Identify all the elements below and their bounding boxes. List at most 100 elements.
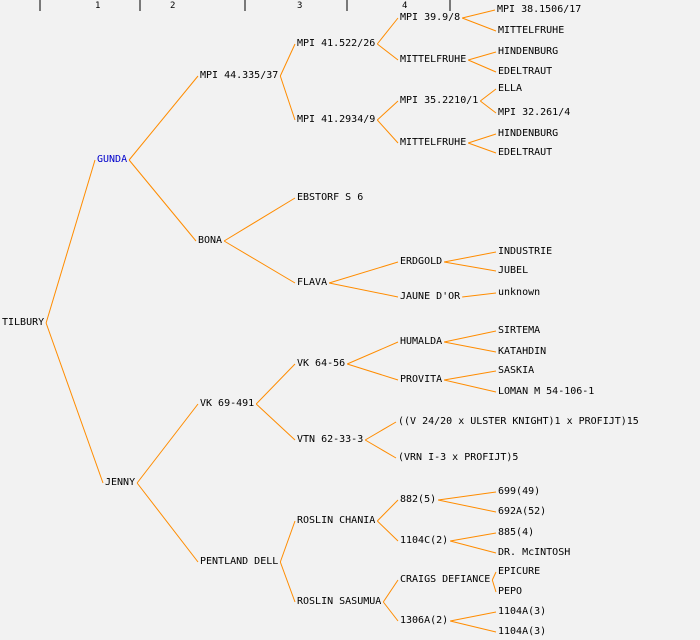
pedigree-node-ebstorf: EBSTORF S 6 — [297, 192, 364, 203]
pedigree-edge — [376, 100, 399, 121]
pedigree-node-vk64: VK 64-56 — [297, 358, 346, 369]
pedigree-edge — [255, 403, 296, 441]
ruler-label-3: 3 — [297, 1, 303, 11]
pedigree-edge — [376, 17, 399, 45]
pedigree-node-provita: PROVITA — [400, 374, 443, 385]
pedigree-edge — [128, 159, 197, 242]
pedigree-node-jubel: JUBEL — [498, 265, 529, 276]
pedigree-node-epicure: EPICURE — [498, 566, 541, 577]
pedigree-node-rchania: ROSLIN CHANIA — [297, 515, 376, 526]
pedigree-node-hind1: HINDENBURG — [498, 46, 559, 57]
pedigree-node-t: TILBURY — [2, 317, 45, 328]
pedigree-node-saskia: SASKIA — [498, 365, 535, 376]
pedigree-node-unknown: unknown — [498, 287, 541, 298]
pedigree-edge — [45, 322, 104, 484]
pedigree-node-mpi44: MPI 44.335/37 — [200, 70, 279, 81]
pedigree-edge — [468, 142, 497, 154]
pedigree-node-bona: BONA — [198, 235, 223, 246]
pedigree-node-loman: LOMAN M 54-106-1 — [498, 386, 595, 397]
pedigree-edge — [382, 601, 399, 622]
pedigree-edge — [279, 75, 296, 121]
pedigree-edge — [444, 251, 497, 263]
pedigree-node-mpi41522: MPI 41.522/26 — [297, 38, 376, 49]
pedigree-edge — [468, 59, 497, 73]
pedigree-node-flava: FLAVA — [297, 277, 328, 288]
pedigree-edge — [450, 611, 497, 622]
ruler-label-2: 2 — [170, 1, 176, 11]
pedigree-node-mpi399: MPI 39.9/8 — [400, 12, 461, 23]
pedigree-edge — [279, 43, 296, 77]
pedigree-edge — [450, 532, 497, 542]
pedigree-edge — [136, 403, 199, 484]
pedigree-node-mpi3522: MPI 35.2210/1 — [400, 95, 479, 106]
pedigree-node-mfr2: MITTELFRUHE — [400, 137, 467, 148]
pedigree-edge — [462, 292, 497, 298]
pedigree-node-n1104a1: 1104A(3) — [498, 606, 547, 617]
pedigree-node-mpi412934: MPI 41.2934/9 — [297, 114, 376, 125]
pedigree-node-mfr3: MITTELFRUHE — [498, 25, 565, 36]
pedigree-node-humalda: HUMALDA — [400, 336, 443, 347]
pedigree-edge — [255, 363, 296, 405]
pedigree-node-n882: 882(5) — [400, 494, 437, 505]
pedigree-edge — [468, 51, 497, 61]
pedigree-edge — [444, 341, 497, 353]
pedigree-node-n1104a2: 1104A(3) — [498, 626, 547, 637]
pedigree-node-rsasumua: ROSLIN SASUMUA — [297, 596, 382, 607]
pedigree-node-jenny: JENNY — [105, 477, 136, 488]
pedigree-node-jaune: JAUNE D'OR — [400, 291, 461, 302]
pedigree-edge — [491, 579, 497, 593]
pedigree-node-pepo: PEPO — [498, 586, 523, 597]
pedigree-edge — [128, 75, 199, 161]
pedigree-node-industrie: INDUSTRIE — [498, 246, 553, 257]
pedigree-edge — [347, 341, 399, 365]
pedigree-node-pdell: PENTLAND DELL — [200, 556, 279, 567]
pedigree-edge — [329, 282, 399, 298]
pedigree-edge — [223, 240, 296, 284]
ruler-label-4: 4 — [402, 1, 408, 11]
pedigree-edge — [438, 491, 497, 501]
pedigree-node-ella: ELLA — [498, 83, 523, 94]
pedigree-node-hind2: HINDENBURG — [498, 128, 559, 139]
pedigree-edge — [479, 100, 497, 114]
pedigree-edge — [376, 499, 399, 522]
pedigree-node-vtn62: VTN 62-33-3 — [297, 434, 364, 445]
pedigree-edge — [347, 363, 399, 381]
pedigree-node-n699: 699(49) — [498, 486, 541, 497]
ruler-label-1: 1 — [95, 1, 101, 11]
pedigree-edge — [376, 43, 399, 61]
pedigree-edge — [443, 379, 497, 393]
pedigree-node-mpi381506: MPI 38.1506/17 — [497, 4, 582, 15]
pedigree-edge — [437, 499, 497, 513]
pedigree-edge — [376, 119, 399, 144]
pedigree-edge — [468, 133, 497, 144]
pedigree-node-erdgold: ERDGOLD — [400, 256, 443, 267]
pedigree-edge — [444, 261, 497, 272]
pedigree-node-n692a: 692A(52) — [498, 506, 547, 517]
pedigree-node-drmc: DR. McINTOSH — [498, 547, 571, 558]
pedigree-node-vrncross: (VRN I-3 x PROFIJT)5 — [398, 452, 519, 463]
pedigree-edge — [45, 159, 96, 324]
pedigree-edge — [491, 571, 497, 581]
pedigree-edge — [443, 330, 497, 343]
pedigree-edge — [450, 620, 497, 633]
pedigree-edge — [364, 421, 397, 441]
pedigree-edge — [450, 540, 497, 554]
pedigree-node-n885: 885(4) — [498, 527, 535, 538]
pedigree-edge — [462, 17, 497, 32]
pedigree-node-vcross: ((V 24/20 x ULSTER KNIGHT)1 x PROFIJT)15 — [398, 416, 639, 427]
pedigree-edge — [279, 561, 296, 603]
pedigree-edge — [136, 482, 199, 563]
pedigree-node-mfr1: MITTELFRUHE — [400, 54, 467, 65]
pedigree-node-mpi32261: MPI 32.261/4 — [498, 107, 571, 118]
pedigree-node-katahdin: KATAHDIN — [498, 346, 547, 357]
pedigree-edge — [444, 370, 497, 381]
pedigree-edge — [479, 88, 497, 102]
pedigree-edge — [364, 439, 397, 459]
pedigree-edge — [376, 520, 399, 542]
pedigree-node-gunda[interactable]: GUNDA — [97, 154, 128, 165]
pedigree-node-n1104c: 1104C(2) — [400, 535, 449, 546]
pedigree-edge — [223, 197, 296, 242]
pedigree-edge — [279, 520, 296, 563]
